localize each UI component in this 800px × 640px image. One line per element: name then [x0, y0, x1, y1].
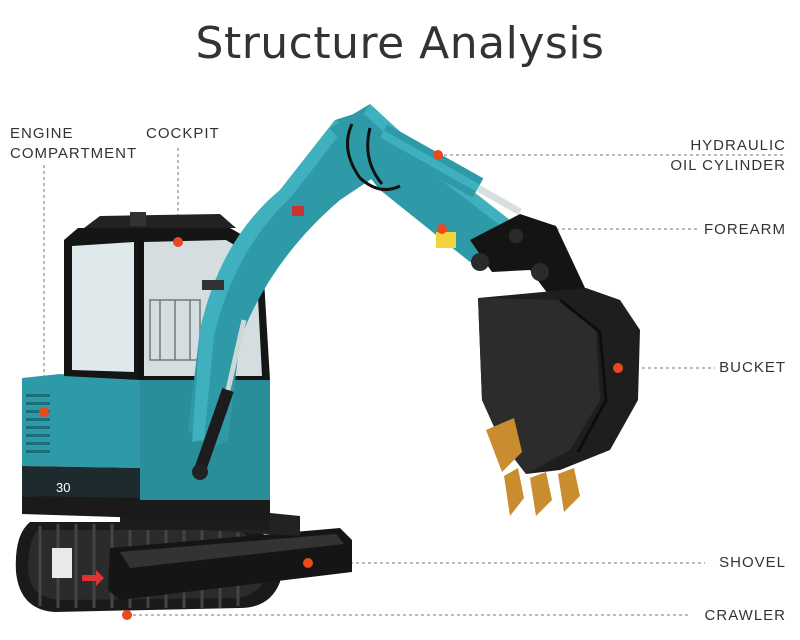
- label-engine-line2: COMPARTMENT: [10, 145, 138, 162]
- marker-forearm: [437, 224, 447, 234]
- marker-cockpit: [173, 237, 183, 247]
- label-shovel: SHOVEL: [719, 554, 786, 571]
- label-hydraulic-line2: OIL CYLINDER: [670, 157, 786, 174]
- label-hydraulic-oil-cylinder: HYDRAULIC OIL CYLINDER: [670, 136, 786, 176]
- bucket-teeth: [486, 418, 580, 516]
- part-markers: [39, 150, 623, 620]
- boom-cylinder: [192, 319, 247, 480]
- machine-number: 30: [56, 480, 70, 495]
- label-engine-compartment: ENGINE COMPARTMENT: [10, 124, 137, 164]
- bucket-linkage: [470, 214, 586, 310]
- label-bucket: BUCKET: [719, 359, 786, 376]
- label-forearm: FOREARM: [704, 221, 786, 238]
- label-cockpit: COCKPIT: [146, 125, 220, 142]
- marker-bucket: [613, 363, 623, 373]
- marker-shovel: [303, 558, 313, 568]
- hydraulic-cylinder: [346, 123, 522, 216]
- marker-hydraulic: [433, 150, 443, 160]
- diagram-title: Structure Analysis: [195, 18, 605, 69]
- marker-engine: [39, 407, 49, 417]
- marker-crawler: [122, 610, 132, 620]
- label-engine-line1: ENGINE: [10, 125, 74, 142]
- label-crawler: CRAWLER: [704, 607, 786, 624]
- label-hydraulic-line1: HYDRAULIC: [690, 137, 786, 154]
